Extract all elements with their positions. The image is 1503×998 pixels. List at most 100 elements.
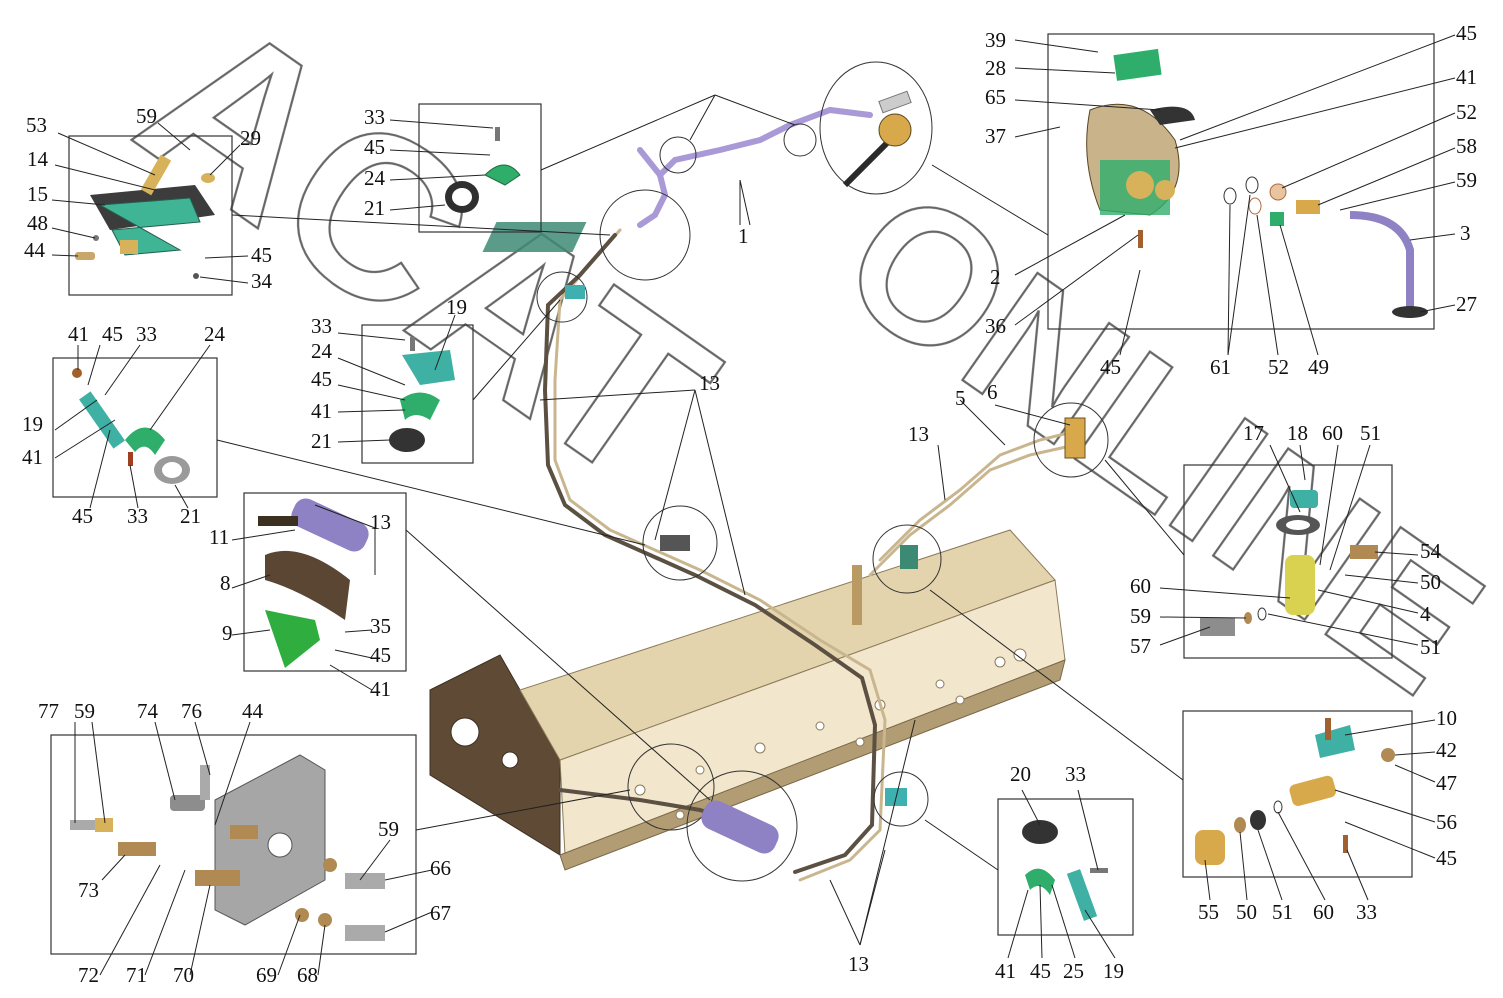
part-label: 56 <box>1436 810 1457 834</box>
part-label: 60 <box>1313 900 1334 924</box>
part-label: 50 <box>1420 570 1441 594</box>
part-label: 13 <box>699 371 720 395</box>
part-label: 10 <box>1436 706 1457 730</box>
part-label: 33 <box>311 314 332 338</box>
part-label: 3 <box>1460 221 1471 245</box>
part-label: 37 <box>985 124 1006 148</box>
part-label: 73 <box>78 878 99 902</box>
part-label: 59 <box>378 817 399 841</box>
part-label: 59 <box>74 699 95 723</box>
part-label: 45 <box>72 504 93 528</box>
part-label: 53 <box>26 113 47 137</box>
detail-box-hose-guard <box>243 492 407 672</box>
part-label: 41 <box>370 677 391 701</box>
part-label: 60 <box>1130 574 1151 598</box>
part-label: 45 <box>370 643 391 667</box>
part-label: 45 <box>102 322 123 346</box>
part-label: 1 <box>738 224 749 248</box>
part-label: 33 <box>364 105 385 129</box>
part-label: 44 <box>24 238 46 262</box>
part-label: 42 <box>1436 738 1457 762</box>
part-label: 39 <box>985 28 1006 52</box>
part-label: 24 <box>311 339 333 363</box>
part-label: 45 <box>1100 355 1121 379</box>
watermark-acat: ACAT <box>99 0 756 533</box>
part-label: 5 <box>955 386 966 410</box>
part-label: 36 <box>985 314 1006 338</box>
part-label: 33 <box>136 322 157 346</box>
part-label: 29 <box>240 126 261 150</box>
detail-box-clamp-c <box>52 357 218 498</box>
detail-circles <box>536 61 1109 882</box>
part-label: 19 <box>1103 959 1124 983</box>
part-label: 69 <box>256 963 277 987</box>
connection-lines <box>216 94 1185 871</box>
part-label: 8 <box>220 571 231 595</box>
part-label: 34 <box>251 269 273 293</box>
part-label: 45 <box>1456 21 1477 45</box>
part-label: 21 <box>180 504 201 528</box>
part-label: 35 <box>370 614 391 638</box>
part-label: 45 <box>1436 846 1457 870</box>
part-label: 66 <box>430 856 451 880</box>
part-label: 77 <box>38 699 59 723</box>
part-label: 27 <box>1456 292 1477 316</box>
part-label: 76 <box>181 699 202 723</box>
part-label: 59 <box>136 104 157 128</box>
part-label: 33 <box>127 504 148 528</box>
part-label: 25 <box>1063 959 1084 983</box>
air-tubes <box>542 106 1082 882</box>
part-label: 45 <box>251 243 272 267</box>
part-label: 52 <box>1456 100 1477 124</box>
part-label: 59 <box>1130 604 1151 628</box>
frame-rail <box>429 529 1066 871</box>
part-label: 19 <box>22 412 43 436</box>
part-label: 33 <box>1356 900 1377 924</box>
part-label: 65 <box>985 85 1006 109</box>
part-label: 45 <box>311 367 332 391</box>
part-label: 41 <box>995 959 1016 983</box>
part-label: 20 <box>1010 762 1031 786</box>
part-label: 58 <box>1456 134 1477 158</box>
part-label: 45 <box>364 135 385 159</box>
part-label: 59 <box>1456 168 1477 192</box>
part-label: 24 <box>364 166 386 190</box>
part-label: 28 <box>985 56 1006 80</box>
part-label: 21 <box>364 196 385 220</box>
part-label: 49 <box>1308 355 1329 379</box>
part-label: 41 <box>311 399 332 423</box>
detail-box-horn-valve <box>1047 33 1435 330</box>
part-label: 41 <box>22 445 43 469</box>
part-label: 60 <box>1322 421 1343 445</box>
detail-box-clamp-b <box>361 324 474 464</box>
detail-box-tee-fittings <box>1182 710 1413 878</box>
part-label: 11 <box>209 525 229 549</box>
main-assembly-components <box>482 90 1086 854</box>
part-label: 13 <box>370 510 391 534</box>
detail-box-clamp-d <box>997 798 1134 936</box>
detail-box-bracket-plate <box>50 734 417 955</box>
part-label: 17 <box>1243 421 1264 445</box>
part-label: 15 <box>27 182 48 206</box>
part-label: 68 <box>297 963 318 987</box>
part-label: 52 <box>1268 355 1289 379</box>
part-label: 41 <box>68 322 89 346</box>
part-label: 19 <box>446 295 467 319</box>
part-label: 54 <box>1420 539 1442 563</box>
part-label: 48 <box>27 211 48 235</box>
part-label: 14 <box>27 147 49 171</box>
part-label: 6 <box>987 380 998 404</box>
part-label: 51 <box>1420 635 1441 659</box>
part-label: 61 <box>1210 355 1231 379</box>
part-label: 13 <box>848 952 869 976</box>
part-label: 72 <box>78 963 99 987</box>
part-label: 70 <box>173 963 194 987</box>
part-label: 4 <box>1420 602 1431 626</box>
detail-box-valve-fittings <box>1183 464 1393 659</box>
part-label: 71 <box>126 963 147 987</box>
part-label: 13 <box>908 422 929 446</box>
part-numbers: 53 59 29 14 15 48 44 45 34 33 45 24 21 3… <box>22 21 1477 987</box>
part-label: 74 <box>137 699 159 723</box>
part-label: 51 <box>1360 421 1381 445</box>
